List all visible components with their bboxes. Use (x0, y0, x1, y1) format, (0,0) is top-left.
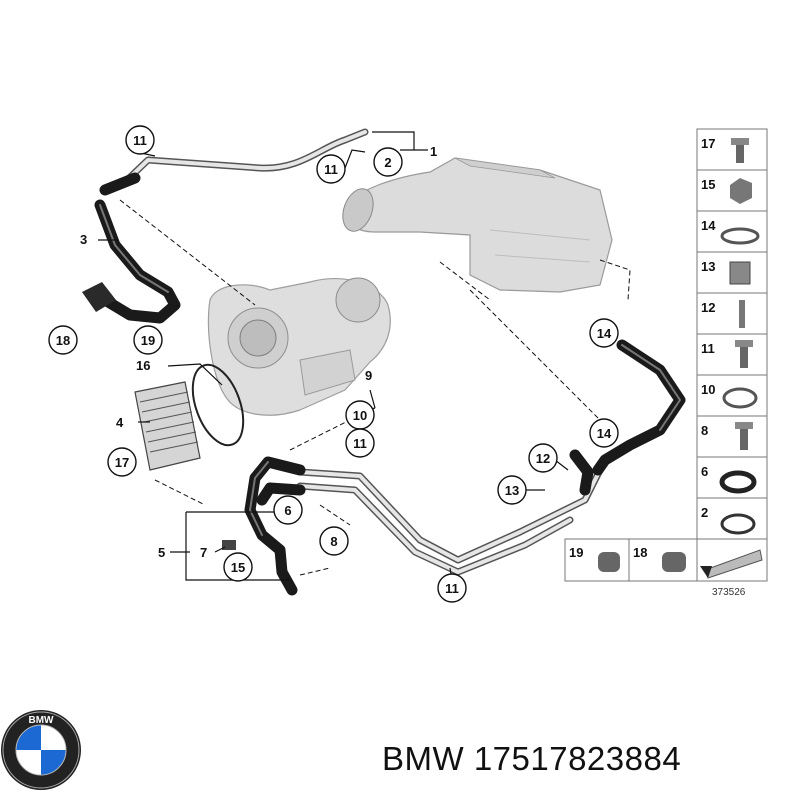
callout-19: 19 (133, 325, 163, 355)
label-16: 16 (136, 358, 150, 373)
svg-text:10: 10 (353, 408, 367, 423)
leader-lines (98, 131, 569, 581)
svg-text:6: 6 (701, 464, 708, 479)
diagram-id: 373526 (712, 587, 746, 598)
svg-text:11: 11 (353, 436, 367, 451)
legend-item-2: 2 (696, 497, 768, 540)
legend-item-10: 10 (696, 374, 768, 417)
legend-item-19: 19 (564, 538, 630, 582)
sensor-7 (222, 540, 236, 550)
legend-item-8: 8 (696, 415, 768, 458)
legend-item-12: 12 (696, 292, 768, 335)
svg-text:2: 2 (701, 505, 708, 520)
label-4: 4 (116, 415, 124, 430)
svg-text:13: 13 (505, 483, 519, 498)
svg-text:19: 19 (569, 545, 583, 560)
svg-text:14: 14 (701, 218, 716, 233)
svg-text:11: 11 (324, 162, 338, 177)
legend-item-18: 18 (628, 538, 698, 582)
callout-2: 2 (373, 147, 403, 177)
callout-11-top: 11 (125, 125, 155, 155)
label-5: 5 (158, 545, 165, 560)
svg-text:12: 12 (701, 300, 715, 315)
legend-item-13: 13 (696, 251, 768, 294)
callout-10: 10 (345, 400, 375, 430)
part-number-label: BMW 17517823884 (382, 740, 682, 777)
legend-item-17: 17 (696, 128, 768, 171)
callout-8: 8 (319, 526, 349, 556)
svg-text:15: 15 (701, 177, 715, 192)
label-1: 1 (430, 144, 437, 159)
svg-text:14: 14 (597, 426, 612, 441)
hose-3 (94, 172, 181, 324)
svg-text:15: 15 (231, 560, 245, 575)
oil-cooler-part (134, 363, 245, 471)
label-3: 3 (80, 232, 87, 247)
svg-text:8: 8 (701, 423, 708, 438)
label-9: 9 (365, 368, 372, 383)
hose-6 (244, 456, 306, 596)
svg-text:17: 17 (701, 136, 715, 151)
callout-14-lower: 14 (589, 418, 619, 448)
svg-text:12: 12 (536, 451, 550, 466)
callout-13: 13 (497, 475, 527, 505)
callout-17: 17 (107, 447, 137, 477)
callout-6: 6 (273, 495, 303, 525)
svg-text:13: 13 (701, 259, 715, 274)
svg-text:19: 19 (141, 333, 155, 348)
callout-11-bottom: 11 (437, 573, 467, 603)
intercooler-part (342, 157, 613, 293)
callout-11-mid: 11 (345, 428, 375, 458)
legend-item-gasket (696, 538, 768, 582)
svg-text:18: 18 (633, 545, 647, 560)
svg-text:10: 10 (701, 382, 715, 397)
legend-item-14: 14 (696, 210, 768, 253)
callout-15: 15 (223, 552, 253, 582)
coolant-pipe-upper (121, 128, 369, 186)
turbocharger-part (207, 277, 391, 416)
legend-item-6: 6 (696, 456, 768, 499)
label-7: 7 (200, 545, 207, 560)
callout-11-upper-mid: 11 (316, 154, 346, 184)
svg-text:11: 11 (133, 133, 147, 148)
svg-text:6: 6 (284, 503, 291, 518)
callout-12: 12 (528, 443, 558, 473)
svg-text:8: 8 (330, 534, 337, 549)
legend-item-15: 15 (696, 169, 768, 212)
dashed-guides (119, 199, 631, 576)
svg-text:17: 17 (115, 455, 129, 470)
connector-18 (82, 282, 116, 312)
callout-14-upper: 14 (589, 318, 619, 348)
svg-text:11: 11 (445, 581, 459, 596)
svg-text:18: 18 (56, 333, 70, 348)
legend-item-11: 11 (696, 333, 768, 376)
svg-text:11: 11 (701, 341, 715, 356)
coolant-pipe-lower (296, 466, 604, 576)
callout-18: 18 (48, 325, 78, 355)
bmw-logo: BMW (1, 710, 81, 790)
hose-14 (569, 339, 686, 496)
svg-text:BMW: BMW (29, 715, 55, 726)
parts-legend: 17 15 14 13 12 11 10 (564, 128, 768, 598)
svg-text:14: 14 (597, 326, 612, 341)
svg-text:2: 2 (384, 155, 391, 170)
